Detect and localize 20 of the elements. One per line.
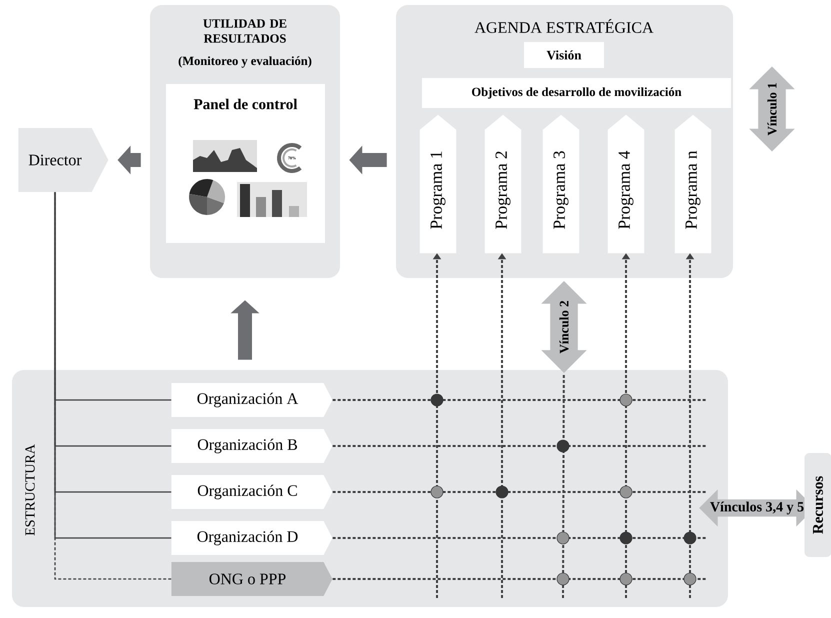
program-banner: Programa 4 <box>608 114 644 254</box>
connector <box>562 373 565 598</box>
program-banner: Programa 3 <box>542 114 580 254</box>
resource-box: Recursos <box>804 453 831 557</box>
connector <box>332 491 706 493</box>
program-banner: Programa n <box>674 114 712 254</box>
connector <box>332 399 706 401</box>
program-banner: Programa 1 <box>420 114 456 254</box>
program-banner: Programa 2 <box>484 114 522 254</box>
connector <box>332 445 706 447</box>
organization-box: Organización C <box>171 475 332 509</box>
connector <box>332 537 706 539</box>
director-box: Director <box>18 128 108 192</box>
organization-box: ONG o PPP <box>171 562 332 596</box>
organization-box: Organización B <box>171 429 332 463</box>
connector <box>332 578 706 580</box>
text-box: Objetivos de desarrollo de movilización <box>422 78 731 108</box>
text-box: Visión <box>524 42 604 68</box>
organization-box: Organización D <box>171 521 332 555</box>
organization-box: Organización A <box>171 383 332 417</box>
